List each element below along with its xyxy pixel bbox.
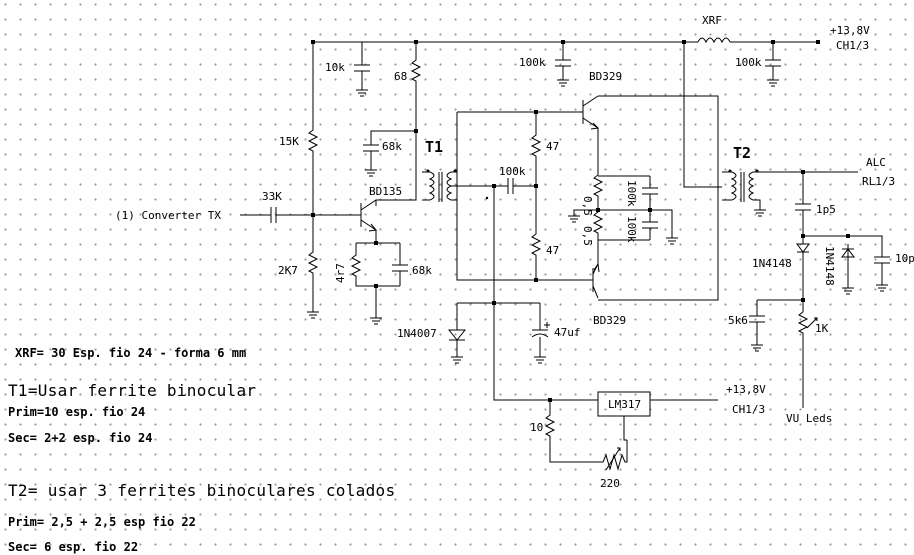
label-r-2k7: 2K7	[278, 264, 298, 277]
label-ch-top: CH1/3	[836, 39, 869, 52]
label-r-1k: 1K	[815, 322, 829, 335]
label-alc: ALC	[866, 156, 886, 169]
component-labels: XRF +13,8V CH1/3 10k 100k 100k 68 15K 33…	[115, 14, 914, 490]
t2-transformer	[722, 169, 858, 217]
cap-100k-right	[765, 42, 781, 87]
label-t1: T1	[425, 138, 443, 156]
label-c-100k-a: 100k	[519, 56, 546, 69]
label-r-4r7: 4r7	[334, 263, 347, 283]
note-t2: T2= usar 3 ferrites binoculares colados	[8, 481, 396, 500]
bd329-top	[582, 95, 719, 301]
label-rl: RL1/3	[862, 175, 895, 188]
label-r-05-a: 0,5	[581, 196, 594, 216]
lm317-regulator	[544, 391, 718, 471]
label-t2: T2	[733, 144, 751, 162]
bd329-bottom	[592, 240, 600, 299]
power-feed	[447, 184, 598, 402]
label-c-47uf: 47uf	[554, 326, 581, 339]
t1-transformer	[415, 169, 470, 202]
label-c-10p: 10p	[895, 252, 914, 265]
label-c-68k-a: 68k	[382, 140, 402, 153]
label-c-68k-b: 68k	[412, 264, 432, 277]
label-c-5k6: 5k6	[728, 314, 748, 327]
note-t2-prim: Prim= 2,5 + 2,5 esp fio 22	[8, 515, 196, 529]
label-lm317: LM317	[608, 398, 641, 411]
label-q-bd329-b: BD329	[593, 314, 626, 327]
label-q-bd329-a: BD329	[589, 70, 622, 83]
emitter-network	[350, 242, 408, 325]
label-d-1n4148-a: 1N4148	[752, 257, 792, 270]
label-r-220: 220	[600, 477, 620, 490]
note-xrf: XRF= 30 Esp. fio 24 - forma 6 mm	[15, 346, 247, 360]
label-input: (1) Converter TX	[115, 209, 221, 222]
label-r-68: 68	[394, 70, 407, 83]
label-xrf: XRF	[702, 14, 722, 27]
emitter-resistors	[568, 174, 678, 245]
label-c-100k-v2: 100k	[625, 216, 638, 243]
label-r-33k: 33K	[262, 190, 282, 203]
note-t2-sec: Sec= 6 esp. fio 22	[8, 540, 139, 554]
note-t1: T1=Usar ferrite binocular	[8, 381, 257, 400]
r-68-collector	[363, 42, 422, 206]
divider-15k-2k7	[307, 42, 319, 319]
label-c-1p5: 1p5	[816, 203, 836, 216]
label-r-05-b: 0,5	[581, 226, 594, 246]
label-c-100k-mid: 100k	[499, 165, 526, 178]
label-r-47-b: 47	[546, 244, 559, 257]
label-r-47-a: 47	[546, 140, 559, 153]
label-r-15k: 15K	[279, 135, 299, 148]
pushpull-frame	[456, 110, 593, 282]
label-v-reg: +13,8V	[726, 383, 766, 396]
label-v-top: +13,8V	[830, 24, 870, 37]
bd135-transistor	[360, 199, 378, 245]
label-r-10: 10	[530, 421, 543, 434]
label-c-10k: 10k	[325, 61, 345, 74]
cap-100k-rail	[555, 42, 571, 87]
note-t1-sec: Sec= 2+2 esp. fio 24	[8, 431, 153, 445]
label-d-1n4007: 1N4007	[397, 327, 437, 340]
label-q-bd135: BD135	[369, 185, 402, 198]
label-c-100k-v1: 100k	[625, 180, 638, 207]
cap-10k	[354, 42, 370, 97]
input-network	[240, 207, 361, 223]
label-ch-reg: CH1/3	[732, 403, 765, 416]
label-c-100k-b: 100k	[735, 56, 762, 69]
xrf-choke	[697, 37, 731, 44]
alc-detector	[749, 172, 890, 408]
note-t1-prim: Prim=10 esp. fio 24	[8, 405, 146, 419]
label-vu: VU Leds	[786, 412, 832, 425]
label-d-1n4148-b: 1N4148	[823, 246, 836, 286]
